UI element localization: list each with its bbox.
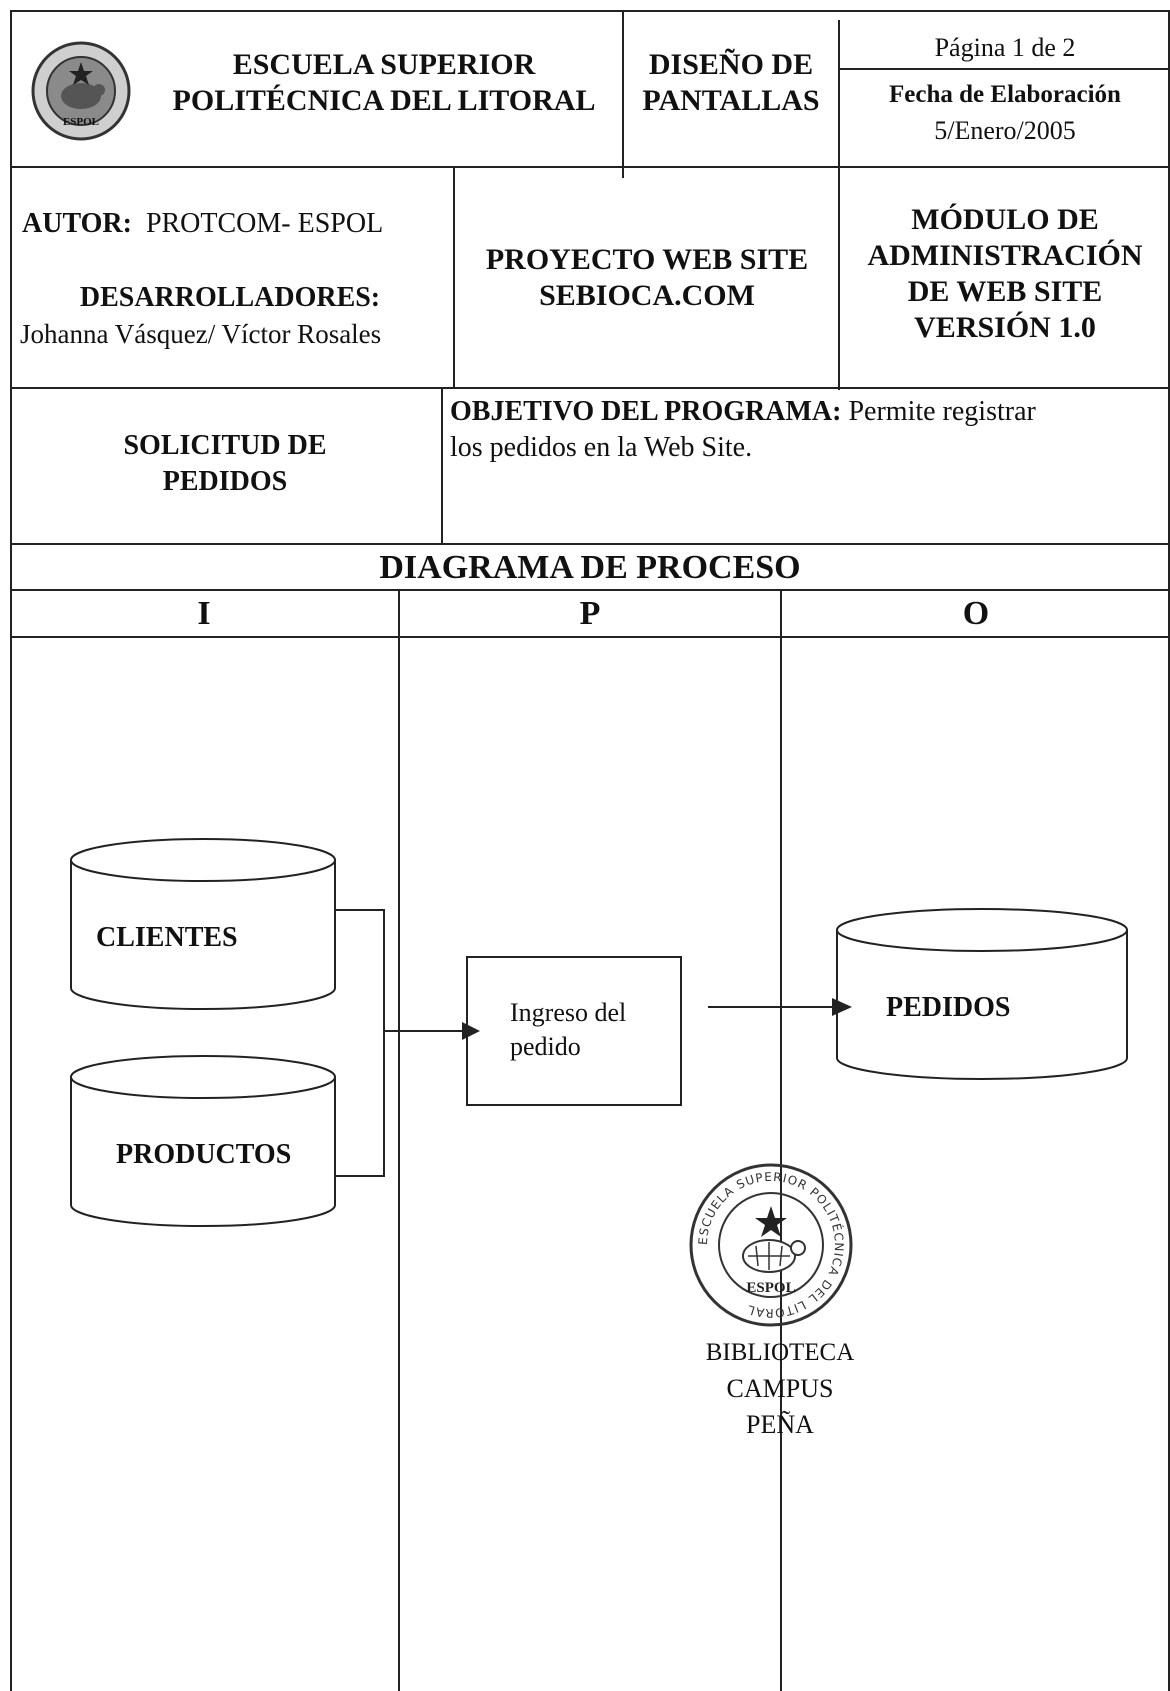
author-value: PROTCOM- ESPOL xyxy=(145,208,384,239)
module-line-1: MÓDULO DE xyxy=(911,203,1099,236)
developers-value: Johanna Vásquez/ Víctor Rosales xyxy=(20,319,382,349)
diagram-title: DIAGRAMA DE PROCESO xyxy=(379,549,801,586)
process-line-1: Ingreso del xyxy=(510,998,627,1027)
pedidos-database: PEDIDOS xyxy=(836,908,1128,1080)
program-name: SOLICITUD DE PEDIDOS xyxy=(10,428,440,500)
doc-type-line-2: PANTALLAS xyxy=(642,84,820,117)
document-type: DISEÑO DE PANTALLAS xyxy=(626,47,836,119)
module-line-2: ADMINISTRACIÓN xyxy=(867,239,1143,272)
module-name: MÓDULO DE ADMINISTRACIÓN DE WEB SITE VER… xyxy=(842,202,1168,346)
page-number: Página 1 de 2 xyxy=(934,33,1076,62)
library-stamp: ESCUELA SUPERIOR POLITÉCNICA DEL LITORAL… xyxy=(660,1160,900,1450)
project-line-2: SEBIOCA.COM xyxy=(539,279,755,312)
process-label: Ingreso del pedido xyxy=(510,996,626,1064)
institution-name: ESCUELA SUPERIOR POLITÉCNICA DEL LITORAL xyxy=(150,47,618,119)
project-name: PROYECTO WEB SITE SEBIOCA.COM xyxy=(458,242,836,314)
objective-text-1: Permite registrar xyxy=(841,396,1036,427)
stamp-line-2: CAMPUS xyxy=(726,1374,834,1403)
program-line-2: PEDIDOS xyxy=(162,466,288,497)
author-label: AUTOR: xyxy=(22,208,132,239)
column-input-header: I xyxy=(197,595,211,632)
svg-text:ESPOL: ESPOL xyxy=(746,1280,795,1296)
logo-text: ESPOL xyxy=(62,116,100,128)
process-box: Ingreso del pedido xyxy=(466,956,682,1106)
module-line-4: VERSIÓN 1.0 xyxy=(914,311,1096,344)
pedidos-label: PEDIDOS xyxy=(886,992,1011,1023)
author-line: AUTOR: PROTCOM- ESPOL xyxy=(22,206,383,242)
institution-line-2: POLITÉCNICA DEL LITORAL xyxy=(172,84,596,117)
program-line-1: SOLICITUD DE xyxy=(123,430,327,461)
productos-label: PRODUCTOS xyxy=(116,1139,292,1170)
productos-database: PRODUCTOS xyxy=(70,1055,336,1227)
objective-label: OBJETIVO DEL PROGRAMA: xyxy=(450,396,842,427)
process-line-2: pedido xyxy=(510,1032,581,1061)
doc-type-line-1: DISEÑO DE xyxy=(648,48,814,81)
institution-line-1: ESCUELA SUPERIOR xyxy=(232,48,536,81)
program-objective: OBJETIVO DEL PROGRAMA: Permite registrar… xyxy=(450,394,1162,466)
date-value: 5/Enero/2005 xyxy=(934,116,1076,145)
espol-logo: ESPOL xyxy=(30,40,132,142)
column-process-header: P xyxy=(579,595,601,632)
stamp-seal-icon: ESCUELA SUPERIOR POLITÉCNICA DEL LITORAL… xyxy=(689,1163,853,1327)
column-output-header: O xyxy=(962,595,990,632)
stamp-line-1: BIBLIOTECA xyxy=(705,1339,855,1366)
date-label: Fecha de Elaboración xyxy=(889,81,1121,108)
objective-text-2: los pedidos en la Web Site. xyxy=(450,432,753,463)
clientes-database: CLIENTES xyxy=(70,838,336,1010)
project-line-1: PROYECTO WEB SITE xyxy=(485,243,809,276)
module-line-3: DE WEB SITE xyxy=(907,275,1103,308)
clientes-label: CLIENTES xyxy=(96,922,238,953)
stamp-line-3: PEÑA xyxy=(746,1410,814,1439)
developers-label: DESARROLLADORES: xyxy=(79,282,381,313)
